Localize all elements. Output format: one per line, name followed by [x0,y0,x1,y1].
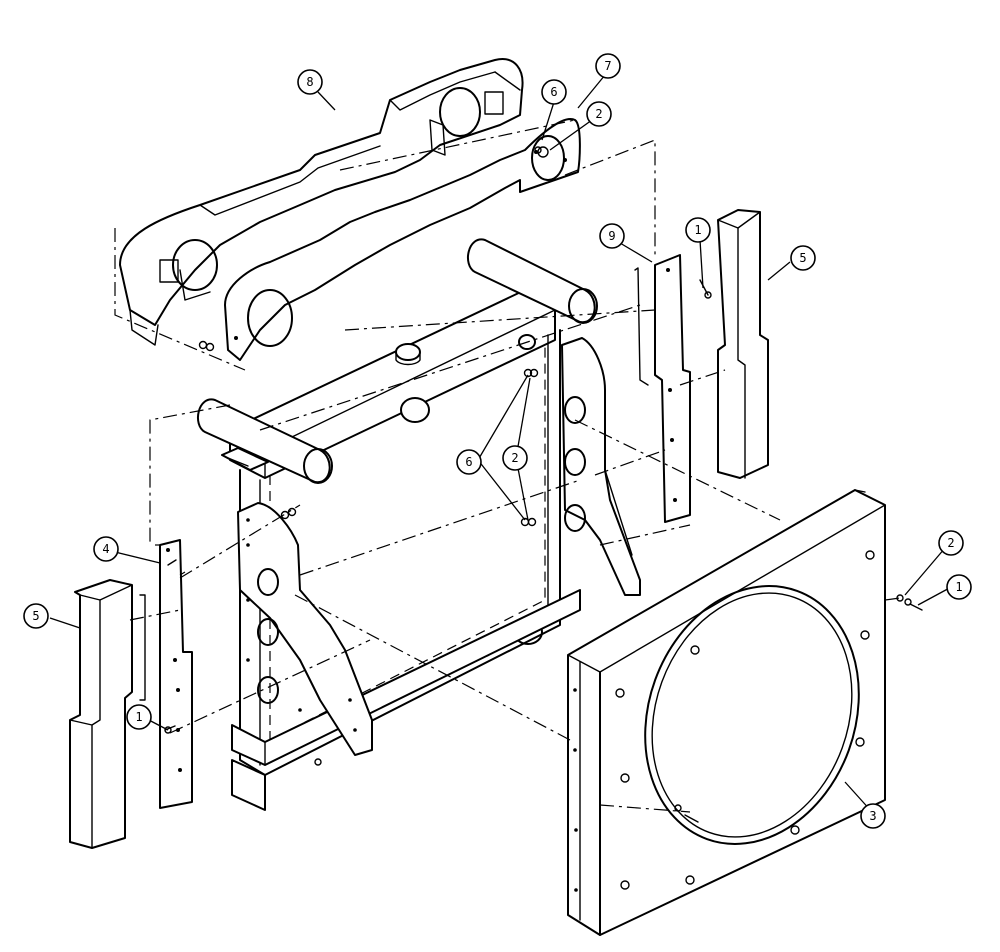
callout-7: 7 [595,53,621,79]
bolt-bottom [314,758,322,766]
assembly-lines [114,119,901,813]
callout-9: 9 [599,223,625,249]
callout-1: 1 [946,574,972,600]
left-radiator-bracket [237,502,373,756]
callout-6: 6 [541,79,567,105]
svg-text:6: 6 [550,85,557,99]
svg-text:1: 1 [135,710,142,724]
seal-plate-part [224,118,581,361]
right-mount-plate [634,254,691,523]
svg-text:6: 6 [465,455,472,469]
callout-2: 2 [938,530,964,556]
callout-4: 4 [93,536,119,562]
leader-lines [49,74,956,813]
left-mount-plate [139,539,193,809]
callout-1: 1 [126,704,152,730]
callout-8: 8 [297,69,323,95]
bolt-center-lower [520,517,537,527]
bolt-left-core [280,507,297,520]
svg-text:3: 3 [869,809,876,823]
callout-1: 1 [685,217,711,243]
svg-text:8: 8 [306,75,313,89]
bolt-shroud-inner [674,804,699,823]
bolt-shroud-right [896,594,923,611]
fan-shroud [567,489,886,936]
callout-5: 5 [23,603,49,629]
svg-text:9: 9 [608,229,615,243]
bolt-seal-plate [534,146,542,154]
callout-2: 2 [586,101,612,127]
callout-3: 3 [860,803,886,829]
right-radiator-bracket [561,337,641,596]
bolt-top-left [198,340,215,352]
svg-text:7: 7 [604,59,611,73]
bolt-right-plate [699,279,712,299]
svg-text:4: 4 [102,542,109,556]
callout-6: 6 [456,449,482,475]
top-shroud-part [119,58,524,346]
bolt-plate-4 [167,559,177,566]
callout-2: 2 [502,445,528,471]
svg-text:1: 1 [694,223,701,237]
svg-text:2: 2 [947,536,954,550]
left-filler-block [69,579,133,849]
svg-text:5: 5 [32,609,39,623]
callout-5: 5 [790,245,816,271]
bolt-center-upper [523,368,539,378]
hardware-fasteners [164,146,923,823]
right-filler-block [717,209,769,479]
svg-text:5: 5 [799,251,806,265]
svg-text:2: 2 [511,451,518,465]
radiator-core [196,238,598,811]
svg-text:2: 2 [595,107,602,121]
svg-text:1: 1 [955,580,962,594]
